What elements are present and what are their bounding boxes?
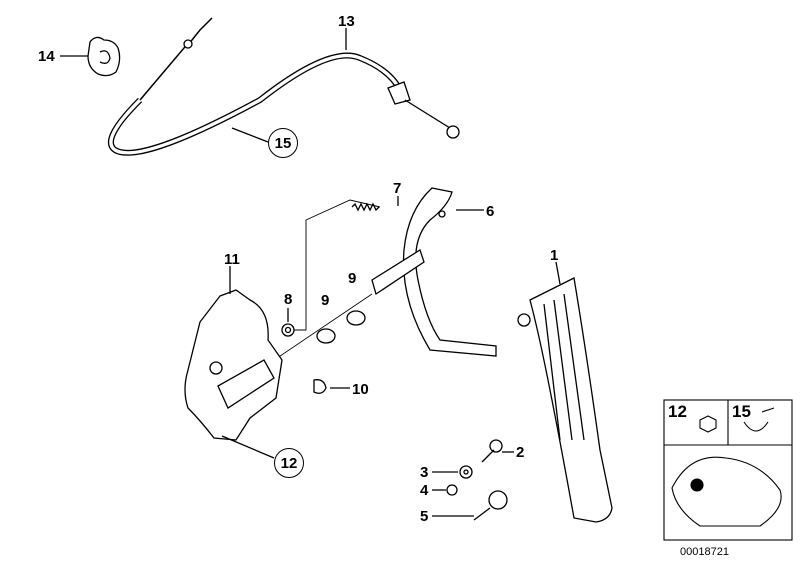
callout-14: 14 <box>38 48 55 65</box>
leader-15 <box>231 127 269 143</box>
nut-part-4 <box>446 484 458 496</box>
bushing-part-9a <box>316 328 336 344</box>
callout-1: 1 <box>550 247 559 264</box>
cable-part-13 <box>108 17 460 156</box>
callout-3: 3 <box>420 464 429 481</box>
pedal-part-1 <box>517 277 613 523</box>
inset-clip-icon <box>743 407 775 432</box>
callout-7: 7 <box>393 180 402 197</box>
spring-part-7 <box>351 202 380 212</box>
bushing-part-9b <box>346 310 366 326</box>
reference-number: 00018721 <box>680 546 729 558</box>
callout-11: 11 <box>224 251 240 268</box>
leader-8 <box>292 199 381 331</box>
inset-panel <box>663 399 793 541</box>
cap-part-10 <box>313 379 327 394</box>
callout-6: 6 <box>486 203 495 220</box>
callout-4: 4 <box>420 482 429 499</box>
callout-9b: 9 <box>348 270 357 287</box>
inset-label-12: 12 <box>668 402 687 421</box>
callout-5: 5 <box>420 508 429 525</box>
callout-13: 13 <box>338 13 355 30</box>
clip-part-14 <box>87 36 121 77</box>
leader-12 <box>221 435 275 459</box>
sensor-part-5 <box>473 490 508 521</box>
leader-1 <box>555 261 561 285</box>
bolt-part-2 <box>481 439 503 463</box>
inset-nut-icon <box>699 415 717 433</box>
location-marker-icon <box>690 478 704 492</box>
pedal-arm-part-6 <box>371 187 497 357</box>
callout-10: 10 <box>352 381 369 398</box>
callout-2: 2 <box>516 444 525 461</box>
inset-label-15: 15 <box>732 402 751 421</box>
housing-part-11 <box>184 289 283 441</box>
callout-12: 12 <box>274 448 304 478</box>
inset-car-icon <box>671 456 782 527</box>
bushing-part-8 <box>281 323 295 337</box>
callout-15: 15 <box>268 128 298 158</box>
callout-9a: 9 <box>321 292 330 309</box>
washer-part-3 <box>459 465 473 479</box>
callout-8: 8 <box>284 291 293 308</box>
